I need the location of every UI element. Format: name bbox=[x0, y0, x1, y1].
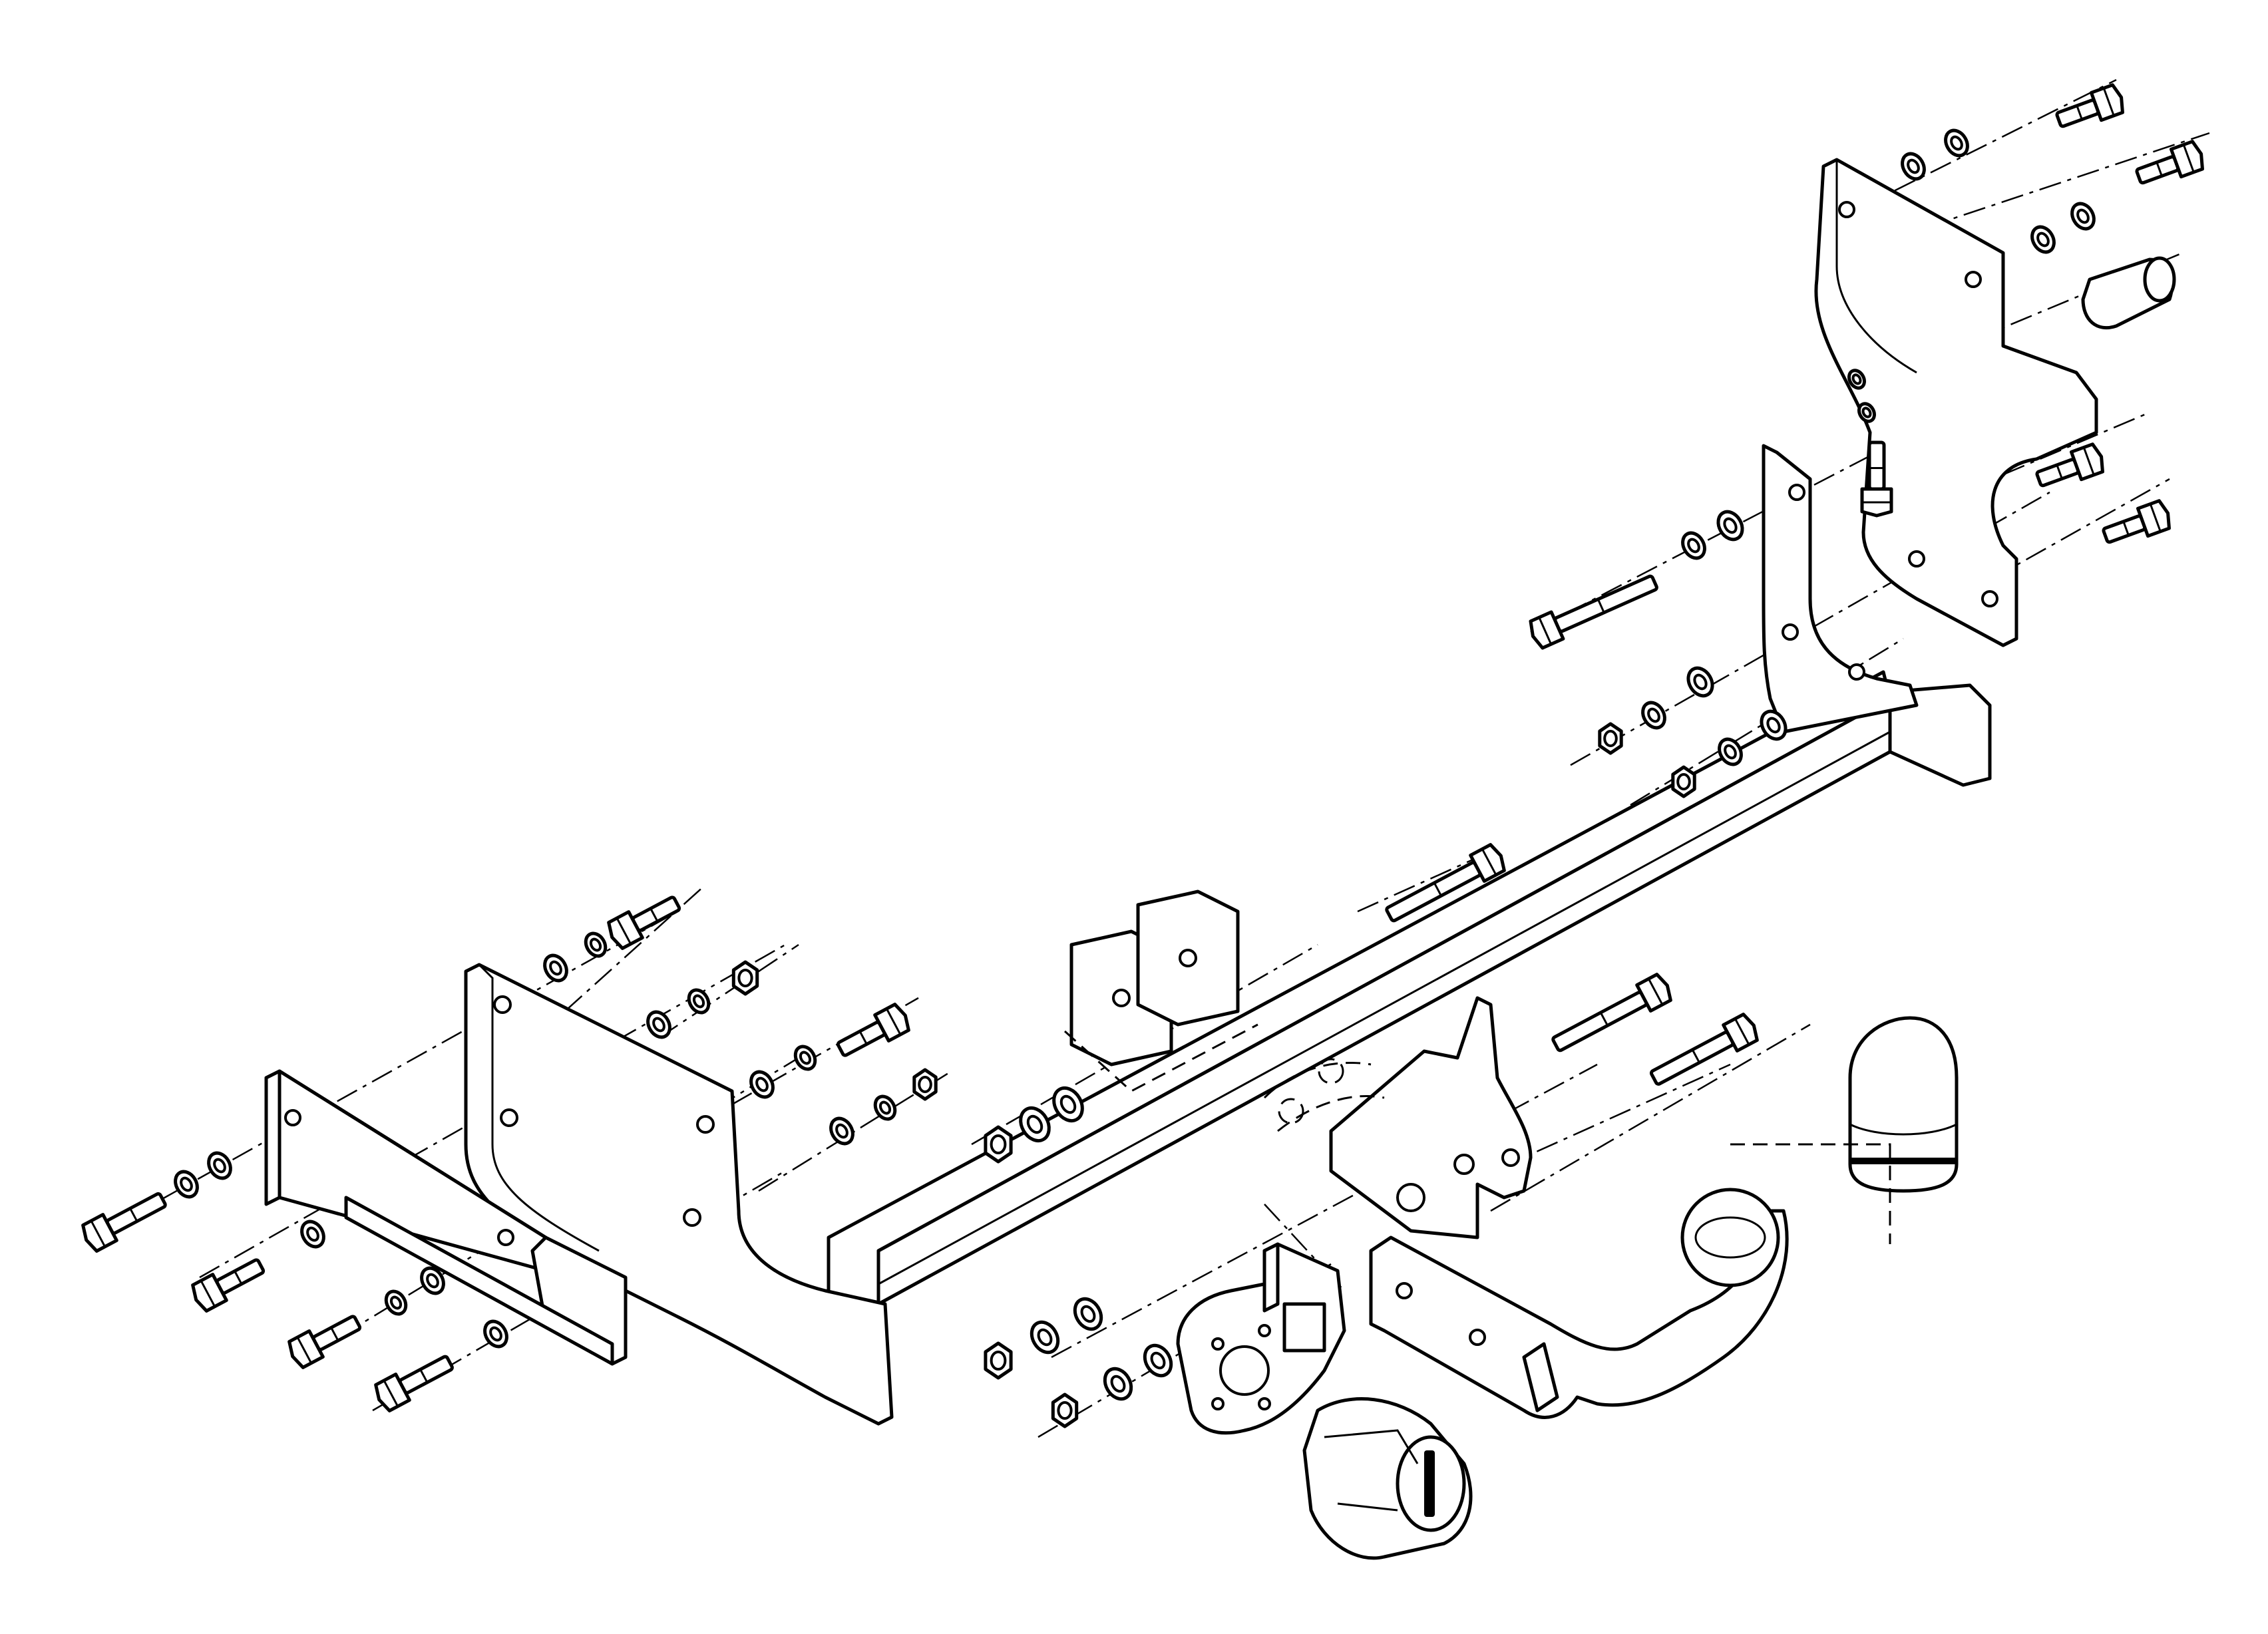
socket-plate bbox=[1176, 1242, 1346, 1435]
washer bbox=[300, 1220, 325, 1249]
washer bbox=[1019, 1106, 1051, 1143]
washer bbox=[793, 1045, 817, 1071]
washer bbox=[1073, 1297, 1103, 1331]
bolt bbox=[1385, 843, 1506, 923]
spacer-tube bbox=[2081, 256, 2176, 330]
bolt bbox=[607, 896, 681, 950]
washer bbox=[1847, 369, 1866, 390]
washer bbox=[1143, 1343, 1173, 1378]
washer bbox=[749, 1070, 775, 1099]
spacer-plates bbox=[1063, 890, 1258, 1092]
washer bbox=[1718, 737, 1743, 766]
washer bbox=[1944, 128, 1969, 158]
washer bbox=[1901, 152, 1926, 181]
washer bbox=[1686, 666, 1714, 698]
right-side-bracket bbox=[1762, 444, 1919, 734]
bolt bbox=[374, 1355, 454, 1412]
washer bbox=[1857, 402, 1876, 423]
right-upper-bracket bbox=[1814, 158, 2098, 647]
left-side-bracket bbox=[464, 963, 894, 1426]
nut bbox=[731, 960, 759, 996]
bolt bbox=[1860, 440, 1893, 518]
nut bbox=[1598, 722, 1623, 755]
washer bbox=[1760, 709, 1788, 741]
bolt bbox=[81, 1192, 167, 1253]
electrical-socket bbox=[1302, 1397, 1473, 1560]
washer bbox=[1030, 1320, 1060, 1355]
tow-ball-neck bbox=[1369, 1209, 1789, 1419]
washer bbox=[174, 1170, 199, 1199]
washer bbox=[483, 1319, 508, 1349]
washer bbox=[1103, 1367, 1133, 1401]
bolt bbox=[191, 1258, 266, 1313]
bolt bbox=[2135, 140, 2204, 185]
washer bbox=[207, 1151, 232, 1180]
bolt bbox=[287, 1315, 362, 1369]
nut bbox=[1671, 765, 1696, 798]
middle-bracket bbox=[1329, 996, 1533, 1239]
washer bbox=[687, 988, 711, 1015]
nut bbox=[984, 1341, 1013, 1380]
washer bbox=[2070, 202, 2096, 231]
bolt bbox=[1529, 574, 1658, 650]
nut bbox=[1051, 1392, 1079, 1428]
washer bbox=[1681, 531, 1706, 560]
washer bbox=[2030, 225, 2056, 254]
washer bbox=[1641, 701, 1666, 730]
washer bbox=[829, 1116, 854, 1146]
washer bbox=[873, 1094, 897, 1121]
tow-ball-cover bbox=[1730, 1016, 1959, 1244]
hidden-bolt-construction bbox=[1263, 1058, 1385, 1132]
washer bbox=[1052, 1086, 1084, 1123]
bolt bbox=[2055, 83, 2124, 128]
main-crossbar bbox=[827, 670, 1992, 1339]
washer bbox=[584, 931, 608, 958]
washer bbox=[384, 1289, 408, 1316]
bolt bbox=[1551, 973, 1672, 1053]
washer bbox=[646, 1010, 671, 1039]
tow-ball bbox=[1680, 1188, 1780, 1287]
washer bbox=[543, 953, 568, 983]
washer bbox=[1716, 510, 1744, 542]
washer bbox=[420, 1266, 445, 1295]
bolt bbox=[2102, 499, 2171, 544]
fasteners bbox=[81, 83, 2204, 1428]
nut bbox=[984, 1125, 1013, 1164]
bolt bbox=[836, 1003, 910, 1057]
nut bbox=[912, 1068, 938, 1101]
left-mounting-plate bbox=[264, 1069, 628, 1366]
bolt bbox=[1649, 1013, 1759, 1086]
bolt bbox=[2035, 442, 2104, 488]
